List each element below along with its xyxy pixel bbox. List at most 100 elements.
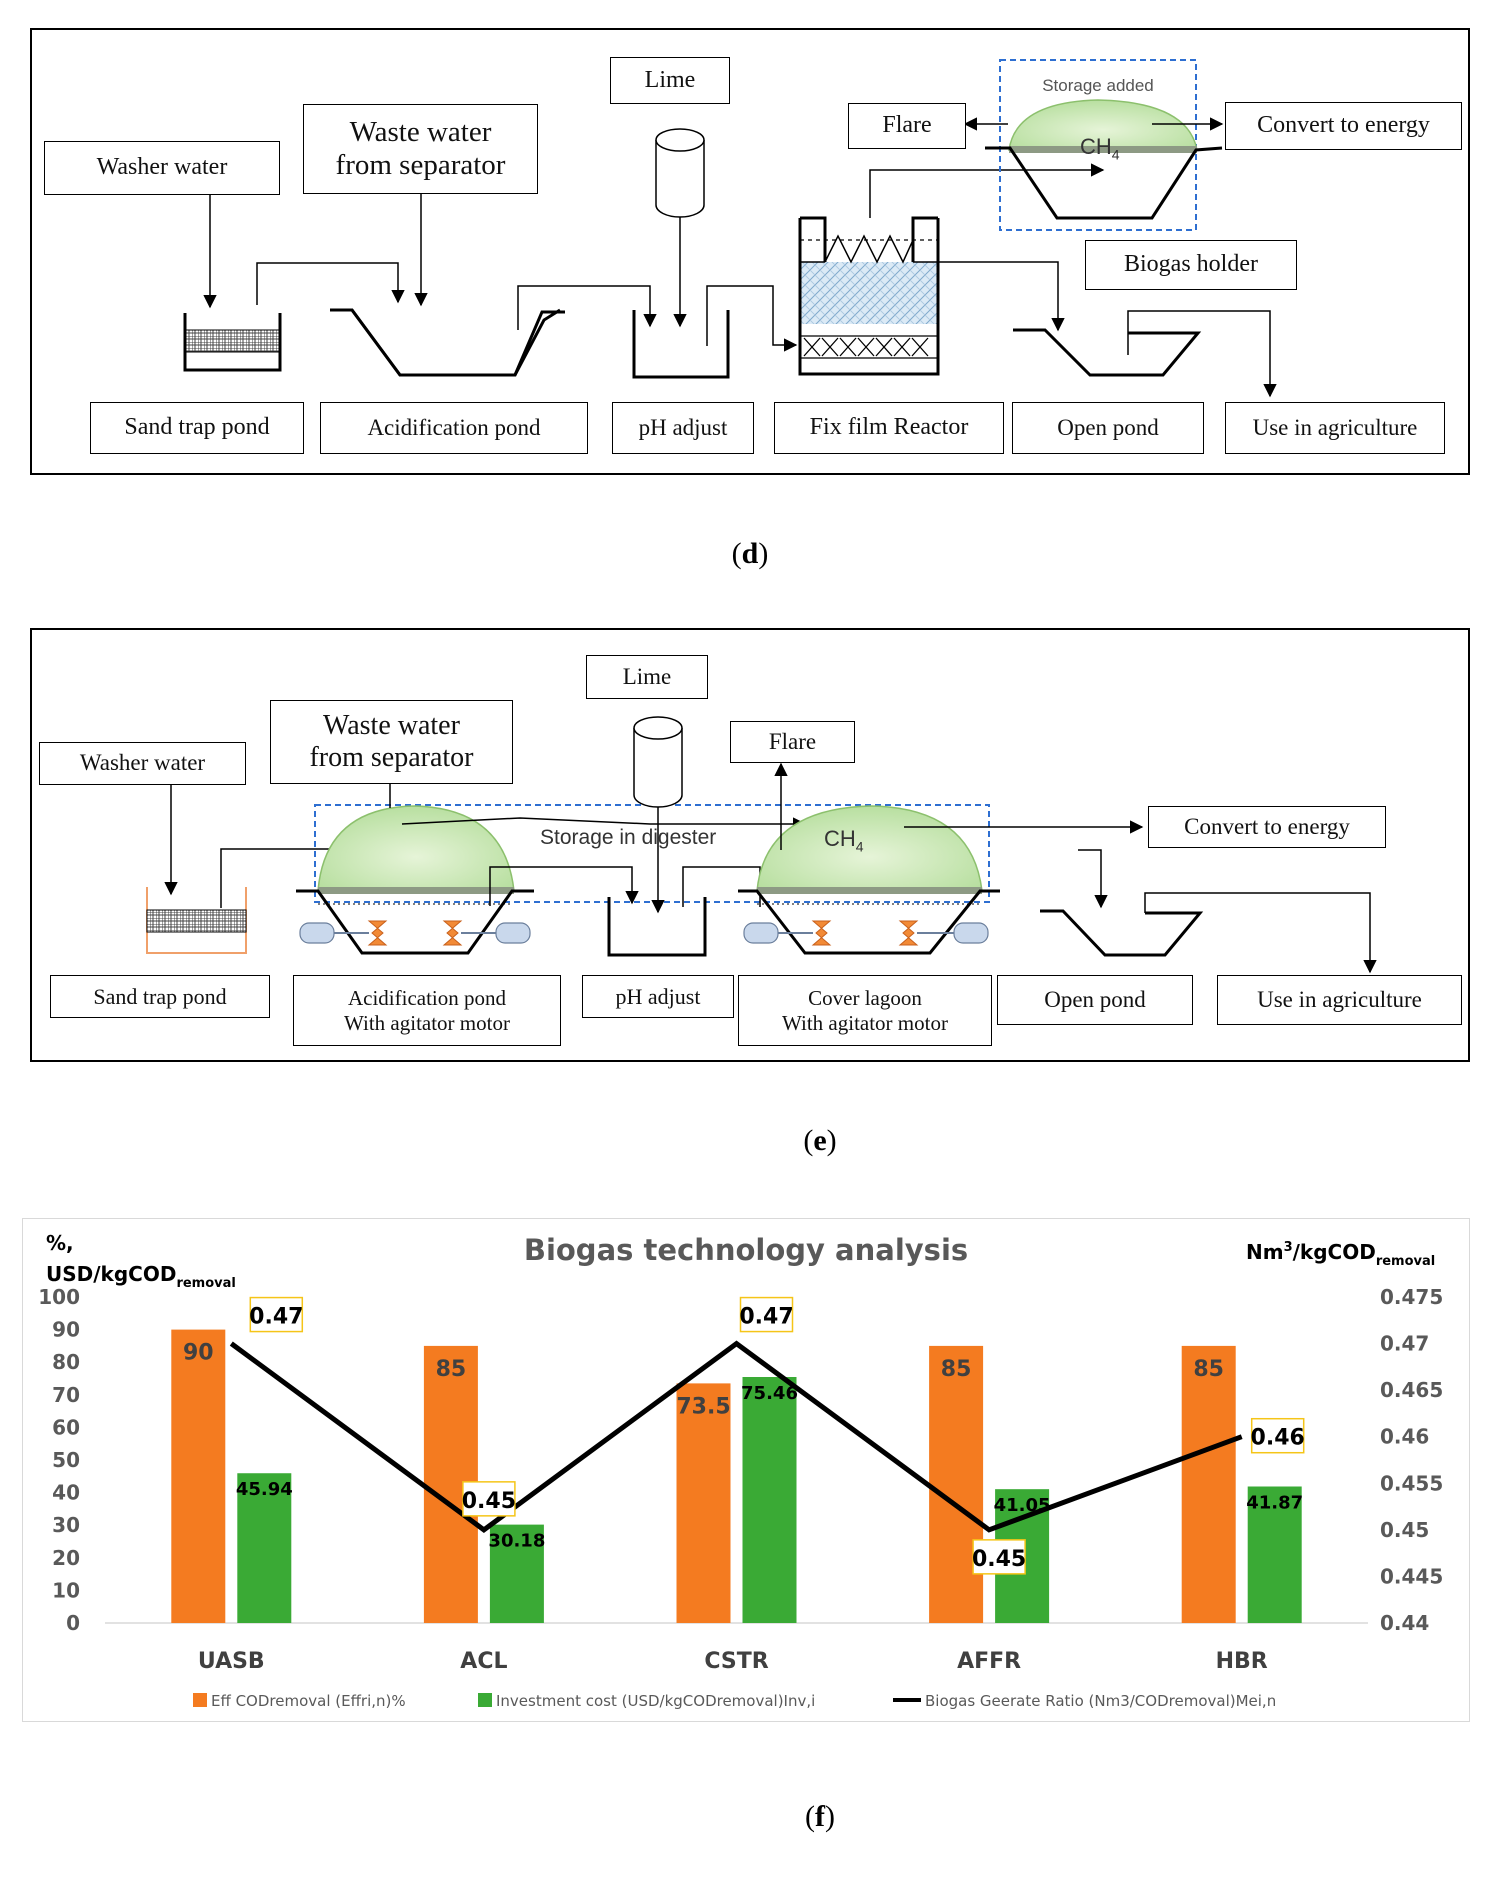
ph-adjust-label-d: pH adjust xyxy=(612,402,754,454)
lime-box-e: Lime xyxy=(586,655,708,699)
y-tick-left: 100 xyxy=(38,1285,80,1309)
y-axis-left-label-line1: %, xyxy=(46,1231,74,1255)
y-tick-left: 50 xyxy=(52,1448,80,1472)
y-tick-left: 60 xyxy=(52,1415,80,1439)
sand-trap-label-d: Sand trap pond xyxy=(90,402,304,454)
bar-eff-label: 90 xyxy=(183,1341,214,1366)
y-tick-right: 0.445 xyxy=(1380,1564,1443,1588)
bar-eff-label: 73.5 xyxy=(676,1394,730,1419)
acid-to-ph-pipe-e xyxy=(489,866,639,906)
waste-water-box-e: Waste water from separator xyxy=(270,700,513,784)
sand-trap-label-e: Sand trap pond xyxy=(50,975,270,1018)
storage-digester-label: Storage in digester xyxy=(540,826,717,849)
line-label-box xyxy=(249,1296,304,1333)
waste-water-box-d: Waste water from separator xyxy=(303,104,538,194)
bar-eff-codremoval xyxy=(171,1329,226,1623)
ch4-label-d: CH4 xyxy=(1080,134,1120,163)
legend-swatch xyxy=(193,1693,207,1707)
caption-f: (f) xyxy=(805,1800,835,1833)
y-tick-right: 0.45 xyxy=(1380,1518,1429,1542)
washer-water-box-e: Washer water xyxy=(39,742,246,785)
legend-swatch xyxy=(478,1693,492,1707)
biogas-holder-d xyxy=(985,99,1223,220)
sand-trap-tank-e xyxy=(146,887,247,954)
washer-water-box-d: Washer water xyxy=(44,141,280,195)
acid-gas-to-ch4-pipe xyxy=(401,817,807,831)
y-tick-left: 30 xyxy=(52,1513,80,1537)
line-data-label: 0.47 xyxy=(739,1305,793,1330)
line-biogas-ratio xyxy=(229,1340,1243,1533)
line-label-box xyxy=(1250,1417,1305,1454)
y-tick-left: 80 xyxy=(52,1350,80,1374)
ch4-label-e: CH4 xyxy=(824,826,864,855)
y-tick-left: 70 xyxy=(52,1383,80,1407)
reactor-to-open-pipe-d xyxy=(938,261,1065,332)
bar-eff-label: 85 xyxy=(436,1357,467,1382)
storage-digester-dashed-box xyxy=(314,804,990,903)
convert-energy-box-d: Convert to energy xyxy=(1225,102,1462,150)
biogas-holder-box: Biogas holder xyxy=(1085,240,1297,290)
line-data-label: 0.47 xyxy=(249,1305,303,1330)
line-label-box xyxy=(739,1296,794,1333)
fix-film-label: Fix film Reactor xyxy=(774,402,1004,454)
line-data-label: 0.46 xyxy=(1251,1426,1305,1451)
sand-to-acid-pipe-d xyxy=(256,262,405,305)
ph-adjust-label-e: pH adjust xyxy=(582,975,734,1018)
y-axis-right-label: Nm3/kgCODremoval xyxy=(1246,1240,1435,1269)
open-pond-label-d: Open pond xyxy=(1012,402,1204,454)
y-tick-left: 10 xyxy=(52,1578,80,1602)
lime-cylinder-e xyxy=(633,716,683,914)
fix-film-reactor-d xyxy=(798,216,940,376)
bar-investment-cost xyxy=(237,1473,292,1623)
y-axis-left-label-line2: USD/kgCODremoval xyxy=(46,1262,236,1291)
flare-box-d: Flare xyxy=(848,103,966,149)
legend-label: Investment cost (USD/kgCODremoval)Inv,i xyxy=(496,1692,815,1710)
lime-box-d: Lime xyxy=(610,57,730,104)
bar-eff-codremoval xyxy=(676,1383,731,1623)
convert-energy-box-e: Convert to energy xyxy=(1148,806,1386,848)
agitator-motors-acid xyxy=(299,920,531,946)
y-tick-right: 0.47 xyxy=(1380,1332,1429,1356)
legend-label: Biogas Geerate Ratio (Nm3/CODremoval)Mei… xyxy=(925,1692,1276,1710)
open-pond-d xyxy=(1013,328,1202,377)
y-tick-right: 0.44 xyxy=(1380,1611,1429,1635)
x-tick-label: AFFR xyxy=(957,1649,1021,1674)
bar-eff-codremoval xyxy=(1181,1345,1236,1623)
line-data-label: 0.45 xyxy=(972,1547,1026,1572)
x-tick-label: UASB xyxy=(198,1649,265,1674)
sand-trap-tank-d xyxy=(183,313,282,372)
line-label-box xyxy=(462,1481,516,1517)
bar-investment-label: 75.46 xyxy=(741,1383,798,1404)
acid-to-ph-pipe-d xyxy=(517,285,657,330)
bar-investment-label: 30.18 xyxy=(488,1531,545,1552)
bar-investment-label: 45.94 xyxy=(236,1479,293,1500)
agriculture-label-d: Use in agriculture xyxy=(1225,402,1445,454)
x-tick-label: ACL xyxy=(460,1649,507,1674)
x-tick-label: HBR xyxy=(1216,1649,1268,1674)
bar-eff-label: 85 xyxy=(941,1357,972,1382)
agitator-motors-lagoon xyxy=(743,920,989,946)
caption-e: (e) xyxy=(803,1124,837,1157)
y-tick-left: 90 xyxy=(52,1318,80,1342)
legend-label: Eff CODremoval (Effri,n)% xyxy=(211,1692,406,1710)
open-pond-e xyxy=(1040,909,1204,957)
chart-title: Biogas technology analysis xyxy=(524,1233,968,1267)
bar-investment-cost xyxy=(1247,1486,1302,1623)
agriculture-label-e: Use in agriculture xyxy=(1217,975,1462,1025)
line-data-label: 0.45 xyxy=(462,1489,516,1514)
acidification-label-d: Acidification pond xyxy=(320,402,588,454)
ph-to-reactor-pipe-d xyxy=(706,285,798,352)
x-tick-label: CSTR xyxy=(704,1649,768,1674)
bar-investment-cost xyxy=(742,1377,797,1623)
open-pond-label-e: Open pond xyxy=(997,975,1193,1025)
acidification-digester-e xyxy=(296,805,534,955)
bar-investment-cost xyxy=(489,1524,544,1623)
caption-d: (d) xyxy=(731,537,769,570)
storage-added-label: Storage added xyxy=(1042,76,1154,95)
y-tick-right: 0.475 xyxy=(1380,1285,1443,1309)
bar-investment-label: 41.05 xyxy=(994,1495,1051,1516)
flare-box-e: Flare xyxy=(730,721,855,763)
